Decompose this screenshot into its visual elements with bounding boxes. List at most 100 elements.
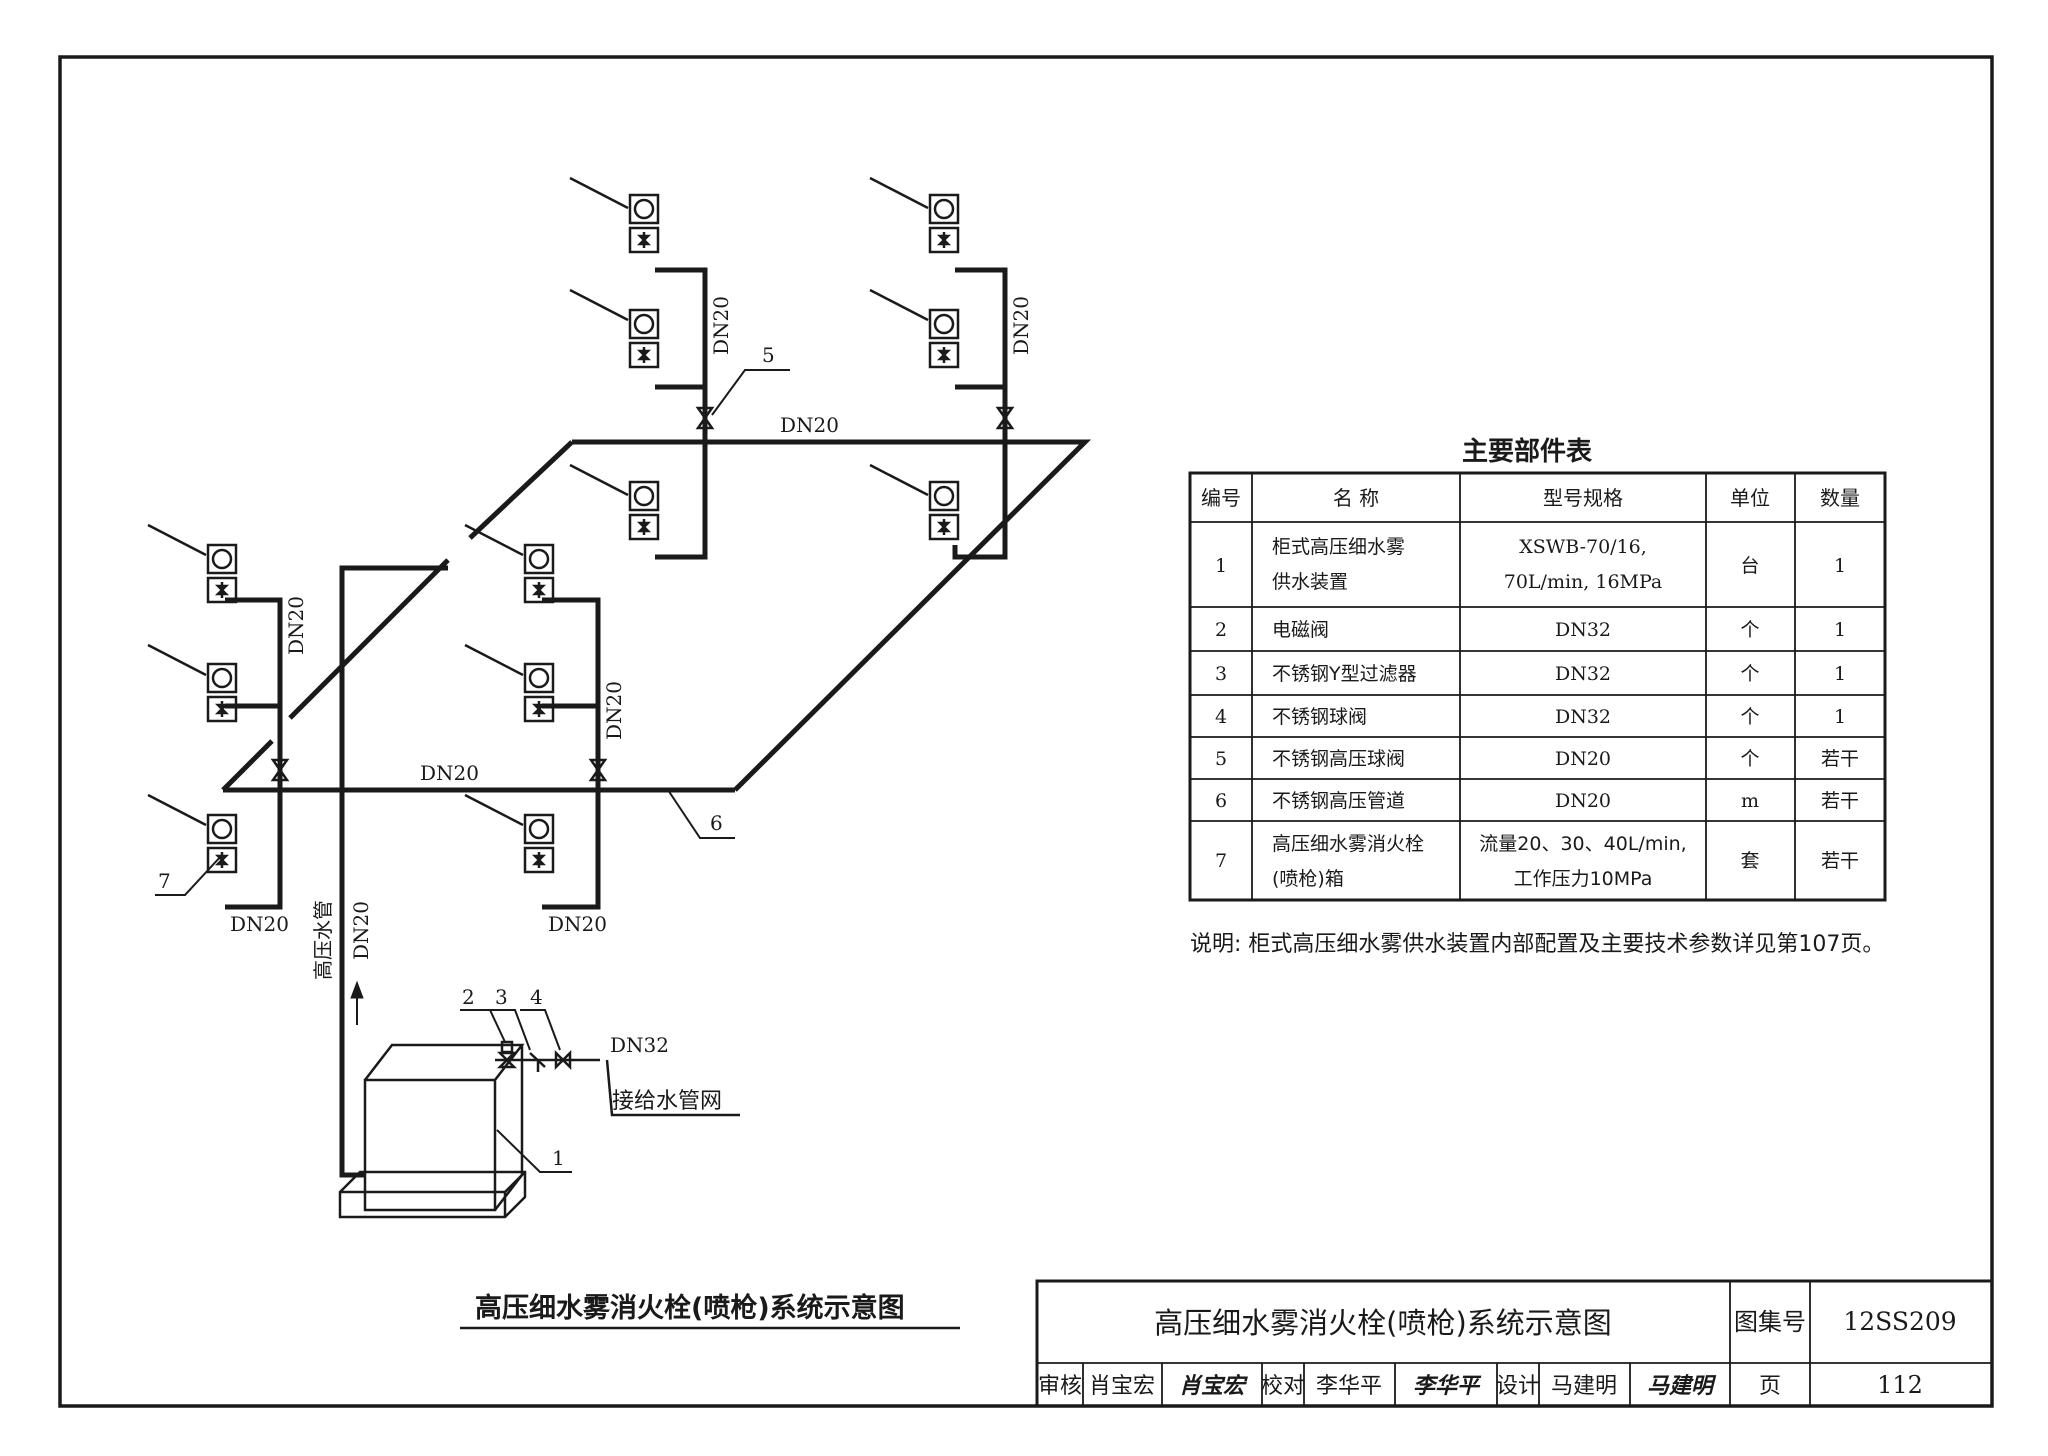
pressure-riser (339, 565, 448, 1178)
checker-name: 李华平 (1316, 1374, 1382, 1399)
table-row: 2 电磁阀 DN32 个 1 (1215, 619, 1846, 641)
cell-name: 电磁阀 (1272, 619, 1329, 641)
valve-middle (588, 758, 608, 782)
cell-spec: DN32 (1555, 706, 1611, 728)
flow-arrow (350, 980, 364, 1025)
dn20-label: DN20 (420, 761, 479, 785)
main-pipe-left-upper (468, 440, 574, 540)
cell-qty: 若干 (1821, 748, 1859, 770)
cell-unit: 台 (1740, 555, 1759, 577)
note-text: 说明: 柜式高压细水雾供水装置内部配置及主要技术参数详见第107页。 (1190, 932, 1884, 957)
hydrant-box (869, 463, 960, 541)
cell-unit: 套 (1740, 850, 1759, 872)
cell-qty: 1 (1834, 619, 1846, 641)
dn20-label: DN20 (548, 912, 607, 936)
leader-3 (490, 1009, 531, 1051)
title-block-title: 高压细水雾消火栓(喷枪)系统示意图 (1154, 1306, 1612, 1340)
cell-unit: 个 (1740, 706, 1759, 728)
cell-no: 1 (1215, 555, 1227, 577)
solenoid-valve (500, 1040, 514, 1054)
ball-valve-inlet (554, 1049, 572, 1071)
table-row: 1 柜式高压细水雾 供水装置 XSWB-70/16, 70L/min, 16MP… (1215, 536, 1846, 593)
cell-unit: 个 (1740, 619, 1759, 641)
cell-name: 高压细水雾消火栓 (1272, 833, 1424, 855)
unit-cabinet (363, 1043, 525, 1212)
designer-signature: 马建明 (1647, 1373, 1717, 1399)
designer-name: 马建明 (1551, 1374, 1617, 1399)
branch-middle (542, 597, 601, 910)
supply-leader (605, 1059, 740, 1117)
leader-1 (496, 1129, 572, 1173)
cell-qty: 若干 (1821, 850, 1859, 872)
cell-name: 供水装置 (1272, 571, 1348, 593)
hydrant-box (147, 523, 238, 604)
cell-spec: DN32 (1555, 619, 1611, 641)
drawing-caption: 高压细水雾消火栓(喷枪)系统示意图 (475, 1292, 905, 1324)
table-row: 7 高压细水雾消火栓 (喷枪)箱 流量20、30、40L/min, 工作压力10… (1215, 833, 1859, 890)
cell-no: 4 (1215, 706, 1227, 728)
title-block: 高压细水雾消火栓(喷枪)系统示意图 图集号 12SS209 审核 肖宝宏 肖宝宏… (1035, 1279, 1994, 1408)
header-no: 编号 (1201, 486, 1241, 510)
leader-6 (667, 789, 735, 839)
cell-name: 不锈钢高压管道 (1272, 790, 1405, 812)
valve-left (270, 758, 290, 782)
cell-name: 柜式高压细水雾 (1272, 536, 1405, 558)
hydrant-box (464, 523, 555, 604)
leader-4 (520, 1009, 561, 1051)
cell-spec: DN32 (1555, 663, 1611, 685)
branch-top-right (952, 267, 1008, 560)
checker-signature: 李华平 (1413, 1373, 1482, 1399)
cell-no: 3 (1215, 663, 1227, 685)
callout-1: 1 (552, 1146, 565, 1170)
header-qty: 数量 (1820, 486, 1860, 510)
y-filter (529, 1052, 546, 1072)
header-spec: 型号规格 (1543, 486, 1623, 510)
dn20-label: DN20 (602, 681, 626, 740)
callout-5: 5 (762, 343, 775, 367)
dn20-label: DN20 (284, 596, 308, 655)
cell-name: 不锈钢球阀 (1272, 706, 1367, 728)
hydrant-box (869, 176, 960, 254)
reviewer-signature: 肖宝宏 (1179, 1373, 1248, 1399)
atlas-label: 图集号 (1734, 1308, 1806, 1336)
valve-top-left (695, 406, 715, 430)
callout-2: 2 (462, 985, 475, 1009)
dn20-label: DN20 (1009, 296, 1033, 355)
piping-diagram (221, 267, 1092, 1178)
cell-no: 7 (1215, 850, 1227, 872)
dn32-label: DN32 (610, 1033, 669, 1057)
design-label: 设计 (1496, 1374, 1540, 1399)
pressure-pipe-label: 高压水管 (311, 900, 335, 980)
supply-network-label: 接给水管网 (612, 1089, 722, 1114)
page-label: 页 (1759, 1374, 1781, 1399)
supply-unit (338, 1040, 740, 1219)
cell-qty: 1 (1834, 706, 1846, 728)
dn20-label: DN20 (349, 901, 373, 960)
page-number: 112 (1877, 1371, 1923, 1399)
cell-name: 不锈钢高压球阀 (1272, 748, 1405, 770)
cell-no: 6 (1215, 790, 1227, 812)
dn20-label: DN20 (230, 912, 289, 936)
cell-unit: 个 (1740, 748, 1759, 770)
leader-5 (711, 369, 790, 416)
main-pipe-left-mid (288, 558, 450, 720)
hydrant-box (464, 643, 555, 723)
hydrant-box (147, 793, 238, 874)
sheet-border (58, 55, 1994, 1408)
parts-table-title: 主要部件表 (1462, 437, 1593, 467)
hydrant-box (569, 176, 660, 254)
atlas-number: 12SS209 (1843, 1307, 1956, 1336)
cell-spec: DN20 (1555, 748, 1611, 770)
cell-no: 5 (1215, 748, 1227, 770)
cell-spec: 流量20、30、40L/min, (1479, 833, 1686, 855)
cell-qty: 1 (1834, 663, 1846, 685)
callout-leaders (155, 369, 790, 1173)
valve-top-right (995, 406, 1015, 430)
cell-unit: 个 (1740, 663, 1759, 685)
dn20-label: DN20 (709, 296, 733, 355)
branch-left (225, 597, 283, 910)
pipe-labels: DN20 DN20 DN20 DN20 DN20 DN20 DN20 DN20 … (230, 296, 1033, 1114)
hydrant-box (464, 793, 555, 874)
table-row: 6 不锈钢高压管道 DN20 m 若干 (1215, 790, 1859, 812)
header-unit: 单位 (1730, 486, 1770, 510)
